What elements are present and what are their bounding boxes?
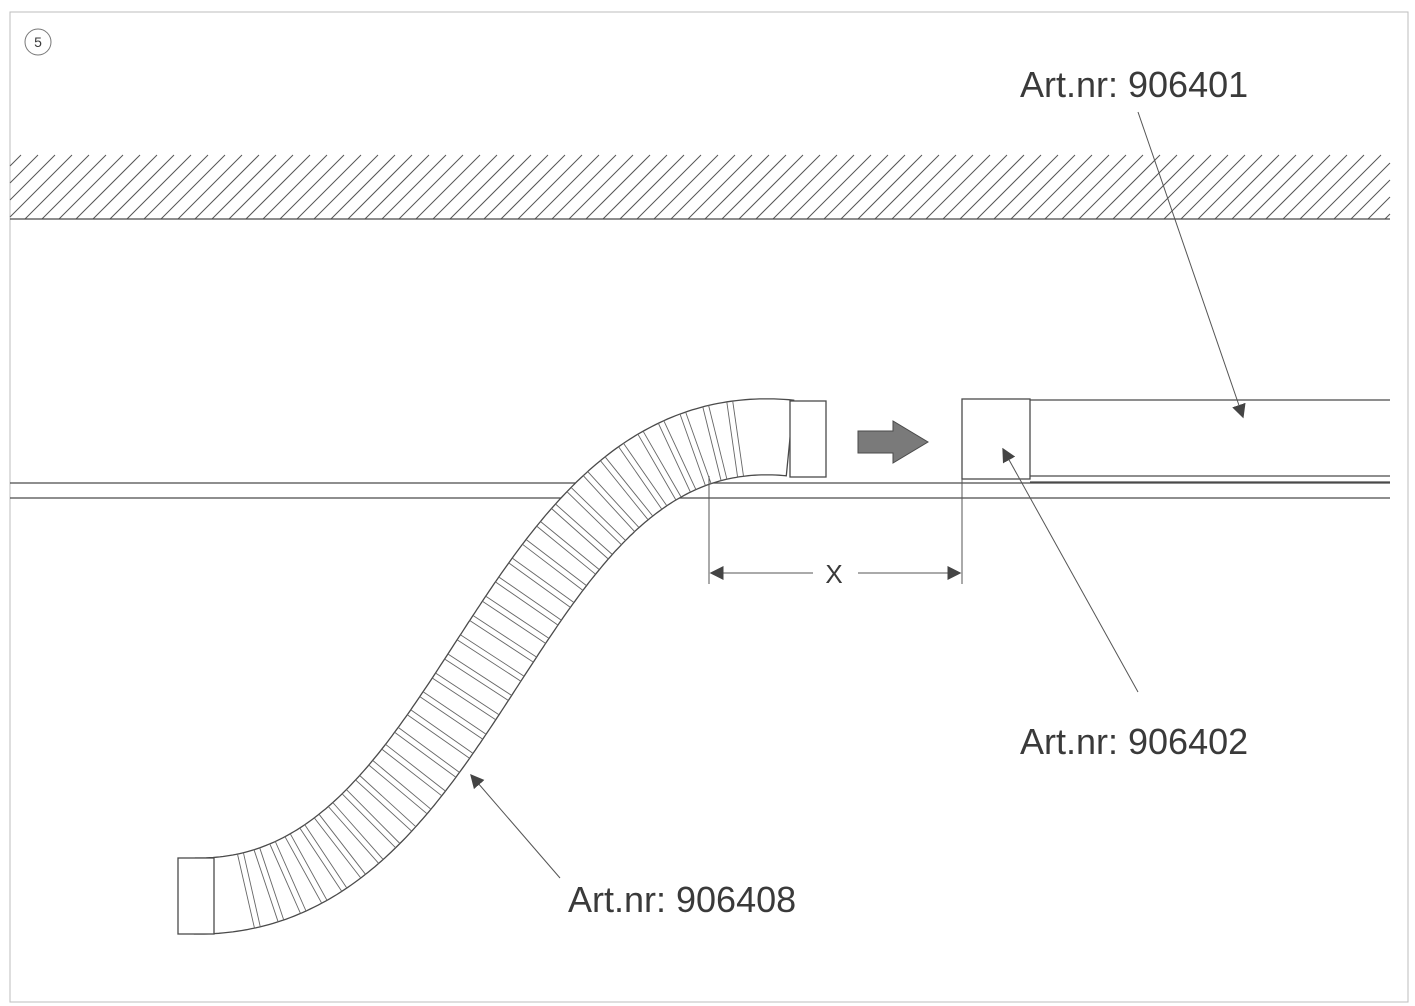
leader-middle bbox=[1002, 447, 1139, 693]
step-badge: 5 bbox=[24, 28, 52, 56]
diagram-frame bbox=[9, 11, 1409, 1003]
ceiling-hatch bbox=[9, 154, 1391, 220]
leader-top bbox=[1137, 111, 1246, 419]
connector-box bbox=[961, 398, 1031, 480]
dimension-label: X bbox=[825, 559, 842, 589]
dimension-x: X bbox=[708, 476, 963, 589]
label-top-part: Art.nr: 906401 bbox=[1020, 64, 1248, 105]
flexible-bend-channel bbox=[177, 398, 827, 935]
label-bottom-part: Art.nr: 906408 bbox=[568, 879, 796, 920]
push-arrow-icon bbox=[857, 420, 929, 464]
step-number: 5 bbox=[34, 34, 42, 50]
leader-bottom bbox=[470, 773, 561, 879]
cable-channel bbox=[1030, 399, 1390, 483]
label-middle-part: Art.nr: 906402 bbox=[1020, 721, 1248, 762]
